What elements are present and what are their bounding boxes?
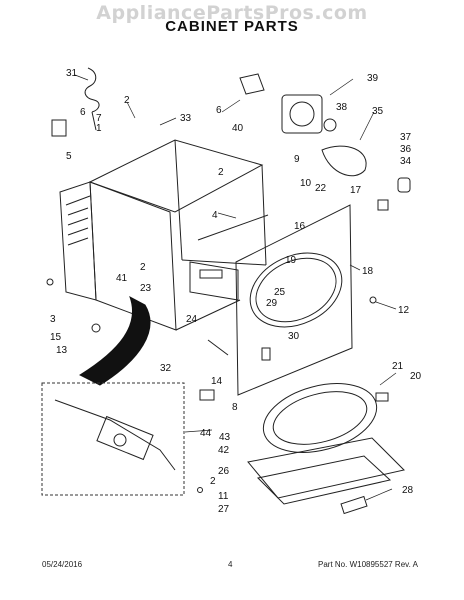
cabinet-frame	[88, 139, 269, 331]
diagram-title: CABINET PARTS	[165, 18, 299, 35]
callout-12: 12	[398, 305, 410, 316]
callout-2: 2	[124, 95, 130, 106]
callout-5: 5	[66, 151, 72, 162]
callout-36: 36	[400, 144, 412, 155]
callout-24: 24	[186, 314, 198, 325]
callout-29: 29	[266, 298, 278, 309]
callout-14: 14	[211, 376, 223, 387]
callout-11: 11	[218, 491, 229, 502]
footer-part-number: Part No. W10895527 Rev. A	[318, 560, 418, 569]
callout-35: 35	[372, 106, 384, 117]
callout-10: 10	[300, 178, 312, 189]
callout-6b: 6	[216, 105, 222, 116]
callout-15: 15	[50, 332, 62, 343]
callout-1: 1	[96, 123, 102, 134]
callout-18: 18	[362, 266, 374, 277]
callout-33: 33	[180, 113, 192, 124]
callout-37: 37	[400, 132, 412, 143]
callout-2c: 2	[140, 262, 146, 273]
hardware	[46, 119, 411, 493]
watermark: AppliancePartsPros.com	[96, 2, 368, 24]
bulkhead-ring	[262, 383, 378, 453]
footer-page-number: 4	[228, 560, 233, 569]
callout-23: 23	[140, 283, 152, 294]
callout-4: 4	[212, 210, 218, 221]
callout-42: 42	[218, 445, 230, 456]
callout-9: 9	[294, 154, 300, 165]
callout-44: 44	[200, 428, 212, 439]
callout-34: 34	[400, 156, 412, 167]
callout-43: 43	[219, 432, 231, 443]
callout-13: 13	[56, 345, 68, 356]
drive-belt	[321, 145, 367, 177]
callout-28: 28	[402, 485, 414, 496]
cabinet-side-panel	[59, 181, 177, 331]
callout-3: 3	[50, 314, 56, 325]
front-panel	[235, 204, 353, 396]
callout-39: 39	[367, 73, 379, 84]
cabinet-base	[247, 437, 405, 515]
callout-17: 17	[350, 185, 362, 196]
leader-lines	[74, 74, 397, 501]
footer-date: 05/24/2016	[42, 560, 83, 569]
callout-38: 38	[336, 102, 348, 113]
callout-8: 8	[232, 402, 238, 413]
callout-27: 27	[218, 504, 230, 515]
callout-31: 31	[66, 68, 78, 79]
callout-22: 22	[315, 183, 327, 194]
callout-2d: 2	[210, 476, 216, 487]
callout-32: 32	[160, 363, 172, 374]
callout-40: 40	[232, 123, 244, 134]
callout-2b: 2	[218, 167, 224, 178]
callout-26: 26	[218, 466, 230, 477]
callout-30: 30	[288, 331, 300, 342]
callout-41: 41	[116, 273, 128, 284]
callout-20: 20	[410, 371, 422, 382]
exhaust-duct	[78, 295, 151, 386]
callout-21: 21	[392, 361, 404, 372]
callout-16: 16	[294, 221, 306, 232]
callout-19: 19	[285, 255, 297, 266]
callout-labels: 31 2 33 6 7 1 5 6 40 39 38 35 37 36 34 2…	[50, 68, 422, 515]
wire-harness-inset	[41, 382, 185, 496]
motor-assembly	[239, 73, 337, 134]
callout-6: 6	[80, 107, 86, 118]
callout-7: 7	[96, 113, 102, 124]
power-cord	[84, 67, 100, 131]
callout-25: 25	[274, 287, 286, 298]
